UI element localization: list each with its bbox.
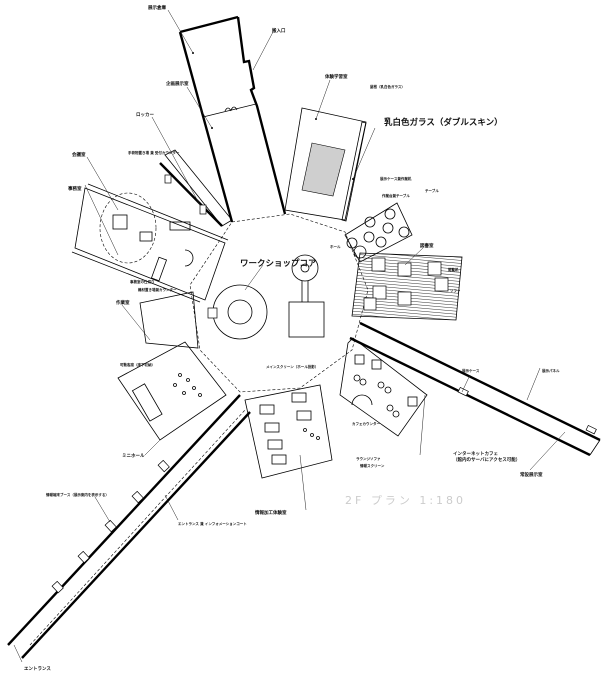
label-perm-note2: 展示パネル xyxy=(541,368,560,373)
label-core: ワークショップコア xyxy=(240,258,317,269)
label-perm-note1: 展示ケース xyxy=(461,368,480,373)
label-experience-note: 屋根（乳白色ガラス） xyxy=(370,84,405,89)
label-table: テーブル xyxy=(425,188,439,193)
library-room xyxy=(351,252,463,321)
label-main-screen: メインスクリーン（ホール投影） xyxy=(266,364,318,369)
label-court-note: 情報端末ブース（展示案内を表示する） xyxy=(46,492,109,497)
leader-lines xyxy=(13,9,566,663)
label-locker: ロッカー xyxy=(136,111,154,118)
label-office-note2: 機材置き場兼カウンター xyxy=(138,287,177,292)
workshop-core-furniture xyxy=(207,254,325,340)
storage-block xyxy=(178,15,287,223)
label-locker-note: 手荷物置き場 兼 受付カウンター xyxy=(128,150,180,155)
work-room xyxy=(139,291,199,349)
label-mini-hall-note: 可動客席（床下収納） xyxy=(120,362,155,367)
label-court: エントランス 兼 インフォメーションコート xyxy=(178,521,247,526)
label-storage: 展示倉庫 xyxy=(148,4,166,11)
label-office: 事務室 xyxy=(68,185,82,192)
label-display-rack: 展示ケース兼作業机 xyxy=(379,176,412,181)
entrance-corridor xyxy=(7,394,251,659)
label-office-note1: 事務室の仕切り xyxy=(130,279,155,284)
permanent-exhibit-corridor xyxy=(349,321,601,457)
label-cafe-seat: ラウンジソファ xyxy=(356,456,381,461)
label-loading: 搬入口 xyxy=(272,27,286,34)
display-room xyxy=(344,202,413,263)
label-cafe-screen: 情報スクリーン xyxy=(360,463,385,468)
label-core-note: ホール xyxy=(330,244,341,249)
locker-strip xyxy=(159,149,233,227)
label-special-exhibit: 企画展示室 xyxy=(166,80,189,87)
label-meeting: 会議室 xyxy=(72,151,86,158)
label-mini-hall: ミニホール xyxy=(122,452,145,459)
experience-room xyxy=(284,107,367,222)
label-cafe-counter: カフェカウンター xyxy=(352,421,380,426)
label-cafe: インターネットカフェ xyxy=(453,450,498,457)
label-library-note: 閲覧机 xyxy=(448,267,459,272)
mini-hall-room xyxy=(117,341,227,441)
label-cafe-note: （館内のサーバにアクセス可能） xyxy=(453,456,520,463)
office-room xyxy=(71,183,229,303)
label-table-note: 作業台兼テーブル xyxy=(382,193,410,198)
room-labels: 展示倉庫 搬入口 企画展示室 ロッカー 手荷物置き場 兼 受付カウンター 体験学… xyxy=(24,4,560,672)
label-permanent: 常設展示室 xyxy=(520,471,543,478)
glass-roof-hatch xyxy=(301,142,346,197)
label-entrance: エントランス xyxy=(24,666,51,672)
label-work: 作業室 xyxy=(116,299,130,306)
label-library: 図書室 xyxy=(420,242,434,249)
label-info-lab: 情報加工体験室 xyxy=(254,509,287,516)
plan-title: 2F プラン 1:180 xyxy=(345,494,466,507)
label-experience: 体験学習室 xyxy=(325,73,348,80)
label-glass: 乳白色ガラス（ダブルスキン） xyxy=(384,117,503,128)
internet-cafe-room xyxy=(339,337,428,437)
label-library-sofa: ソファ xyxy=(450,288,461,293)
info-lab-room xyxy=(244,384,333,479)
